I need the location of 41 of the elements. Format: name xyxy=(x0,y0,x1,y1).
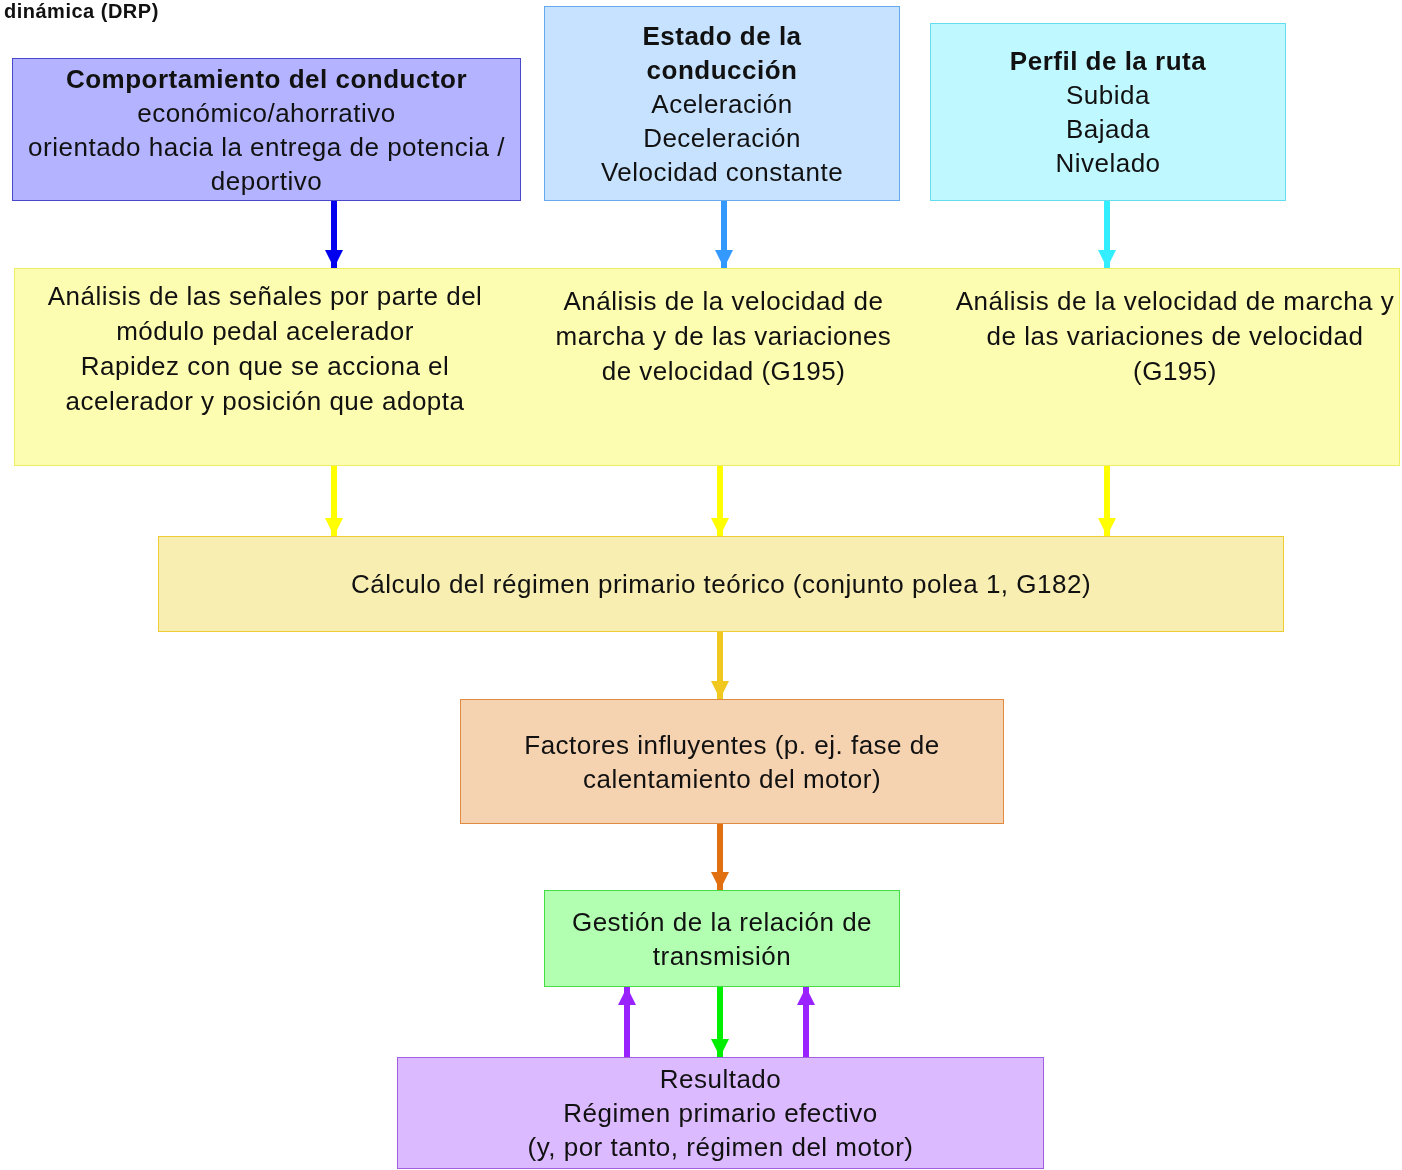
box-text: Bajada xyxy=(1066,113,1150,146)
arrow xyxy=(711,987,729,1057)
box-text: Resultado xyxy=(659,1063,782,1096)
arrow xyxy=(711,824,729,890)
box-text: (y, por tanto, régimen del motor) xyxy=(527,1131,914,1164)
arrow xyxy=(715,201,733,268)
box-text: Cálculo del régimen primario teórico (conjunto polea 1, G182) xyxy=(350,568,1092,601)
arrow xyxy=(711,466,729,536)
box-text: Gestión de la relación de transmisión xyxy=(570,905,874,973)
box-text: Régimen primario efectivo xyxy=(563,1097,878,1130)
arrow xyxy=(325,201,343,268)
box-text: Análisis de la velocidad de marcha y de las variaciones de velocidad (G195) xyxy=(554,285,893,388)
process-box xyxy=(460,699,1004,824)
title: dinámica (DRP) xyxy=(4,0,159,22)
process-box xyxy=(158,536,1284,632)
box-text: orientado hacia la entrega de potencia / deportivo xyxy=(27,130,506,198)
process-box xyxy=(12,58,521,201)
process-box xyxy=(544,6,900,201)
process-box xyxy=(397,1057,1044,1169)
box-text: Velocidad constante xyxy=(600,155,844,189)
box-text: Rapidez con que se acciona el acelerador y posición que adopta xyxy=(64,350,466,418)
box-text: Deceleración xyxy=(643,121,801,155)
process-box xyxy=(14,268,1400,466)
box-text: Análisis de la velocidad de marcha y de las variaciones de velocidad (G195) xyxy=(955,285,1395,388)
box-text: Nivelado xyxy=(1055,147,1161,180)
arrow xyxy=(325,466,343,536)
box-text: económico/ahorrativo xyxy=(137,96,396,130)
box-text: Factores influyentes (p. ej. fase de calentamiento del motor) xyxy=(523,728,941,796)
box-text: Subida xyxy=(1066,79,1150,112)
box-heading: Estado de la conducción xyxy=(641,19,803,87)
box-heading: Perfil de la ruta xyxy=(1009,45,1207,78)
box-text: Análisis de las señales por parte del módulo pedal acelerador xyxy=(46,280,484,348)
process-box xyxy=(544,890,900,987)
process-box xyxy=(930,23,1286,201)
arrow xyxy=(618,987,636,1057)
arrow xyxy=(1098,466,1116,536)
box-heading: Comportamiento del conductor xyxy=(65,62,468,96)
arrow xyxy=(711,632,729,699)
arrow xyxy=(797,987,815,1057)
arrow xyxy=(1098,201,1116,268)
box-text: Aceleración xyxy=(651,87,793,121)
